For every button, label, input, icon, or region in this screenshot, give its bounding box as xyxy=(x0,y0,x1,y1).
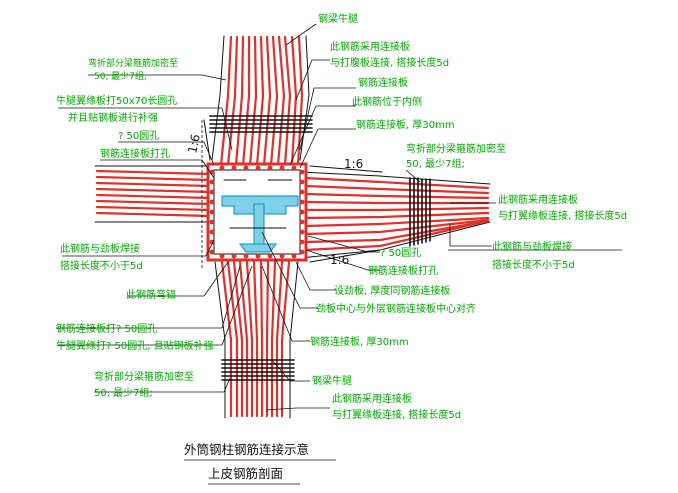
label-plate-drill-top: 钢筋连接板打孔 xyxy=(100,147,170,160)
column-core xyxy=(206,162,308,262)
label-bracket-flange-bottom: 牛腿翼缘打? 50圆孔, 且贴钢板补强 xyxy=(56,339,214,352)
label-hole-50-right: ? 50圆孔 xyxy=(380,247,421,259)
left-beam xyxy=(94,165,213,223)
label-weld-left-1: 此钢筋与劲板焊接 xyxy=(60,242,140,255)
label-bar-inner-side: 此钢筋位于内侧 xyxy=(352,95,422,108)
label-weld-right-1: 此钢筋与劲板焊接 xyxy=(492,240,572,253)
label-plate-drill-right: 钢筋连接板打孔 xyxy=(368,264,438,277)
label-connect-plate-thk-top: 钢筋连接板, 厚30mm xyxy=(356,118,455,131)
label-bracket-hole-1: 牛腿翼缘板打50x70长圆孔 xyxy=(56,94,177,107)
label-dense-stirrup-bottom-1: 弯折部分梁箍筋加密至 xyxy=(94,370,194,383)
label-hole-50-top: ? 50圆孔 xyxy=(118,130,159,142)
label-stiffener-2: 劲板中心与外层钢筋连接板中心对齐 xyxy=(316,302,476,315)
label-beam-bracket-bottom: 钢梁牛腿 xyxy=(312,374,352,387)
label-plate-drill-bottom: 钢筋连接板打? 50圆孔 xyxy=(56,322,157,335)
label-bracket-hole-2: 并且贴钢板进行补强 xyxy=(68,111,158,124)
ratio-label-right-bottom: 1:6 xyxy=(330,253,349,267)
ratio-label-right-top: 1:6 xyxy=(344,157,363,171)
label-weld-left-2: 搭接长度不小于5d xyxy=(60,259,143,272)
label-bar-connect-flange-right-1: 此钢筋采用连接板 xyxy=(498,193,578,206)
label-bar-hook: 此钢筋弯锚 xyxy=(126,288,176,301)
leader-lines xyxy=(56,23,622,411)
diagram-title: 外筒钢柱钢筋连接示意 xyxy=(184,442,309,457)
label-stiffener-1: 设劲板, 厚度同钢筋连接板 xyxy=(334,284,450,297)
label-dense-stirrup-top-2: 50, 最少7组; xyxy=(94,70,147,82)
diagram-subtitle: 上皮钢筋剖面 xyxy=(208,466,283,481)
label-connect-plate-thk-bottom: 钢筋连接板, 厚30mm xyxy=(310,335,409,348)
stirrups-right xyxy=(409,177,431,247)
ratio-label-left: 1:6 xyxy=(185,133,203,155)
label-bar-connect-flange-bottom-1: 此钢筋采用连接板 xyxy=(332,392,412,405)
label-dense-stirrup-bottom-2: 50, 最少7组; xyxy=(94,386,153,399)
label-dense-stirrup-right-1: 弯折部分梁箍筋加密至 xyxy=(406,142,506,155)
right-beam xyxy=(299,171,491,259)
label-bar-connect-web-1: 此钢筋采用连接板 xyxy=(330,40,410,53)
label-weld-right-2: 搭接长度不小于5d xyxy=(492,258,575,271)
label-bar-connect-flange-right-2: 与打翼缘板连接, 搭接长度5d xyxy=(498,209,627,222)
label-beam-bracket-top: 钢梁牛腿 xyxy=(318,12,358,25)
rebar-structure xyxy=(94,35,491,419)
steel-web-plate xyxy=(253,203,265,245)
label-bar-connect-web-2: 与打腹板连接, 搭接长度5d xyxy=(330,56,449,69)
annotations: 钢梁牛腿 此钢筋采用连接板 与打腹板连接, 搭接长度5d 弯折部分梁箍筋加密至 … xyxy=(56,12,627,421)
title-block: 外筒钢柱钢筋连接示意 上皮钢筋剖面 xyxy=(184,442,336,485)
top-beam xyxy=(209,35,313,167)
bottom-beam xyxy=(214,260,299,419)
label-bar-connect-plate: 钢筋连接板 xyxy=(358,76,408,89)
label-bar-connect-flange-bottom-2: 与打翼缘板连接, 搭接长度5d xyxy=(332,408,461,421)
label-dense-stirrup-right-2: 50, 最少7组; xyxy=(406,157,465,170)
label-dense-stirrup-top-1: 弯折部分梁箍筋加密至 xyxy=(88,57,178,69)
